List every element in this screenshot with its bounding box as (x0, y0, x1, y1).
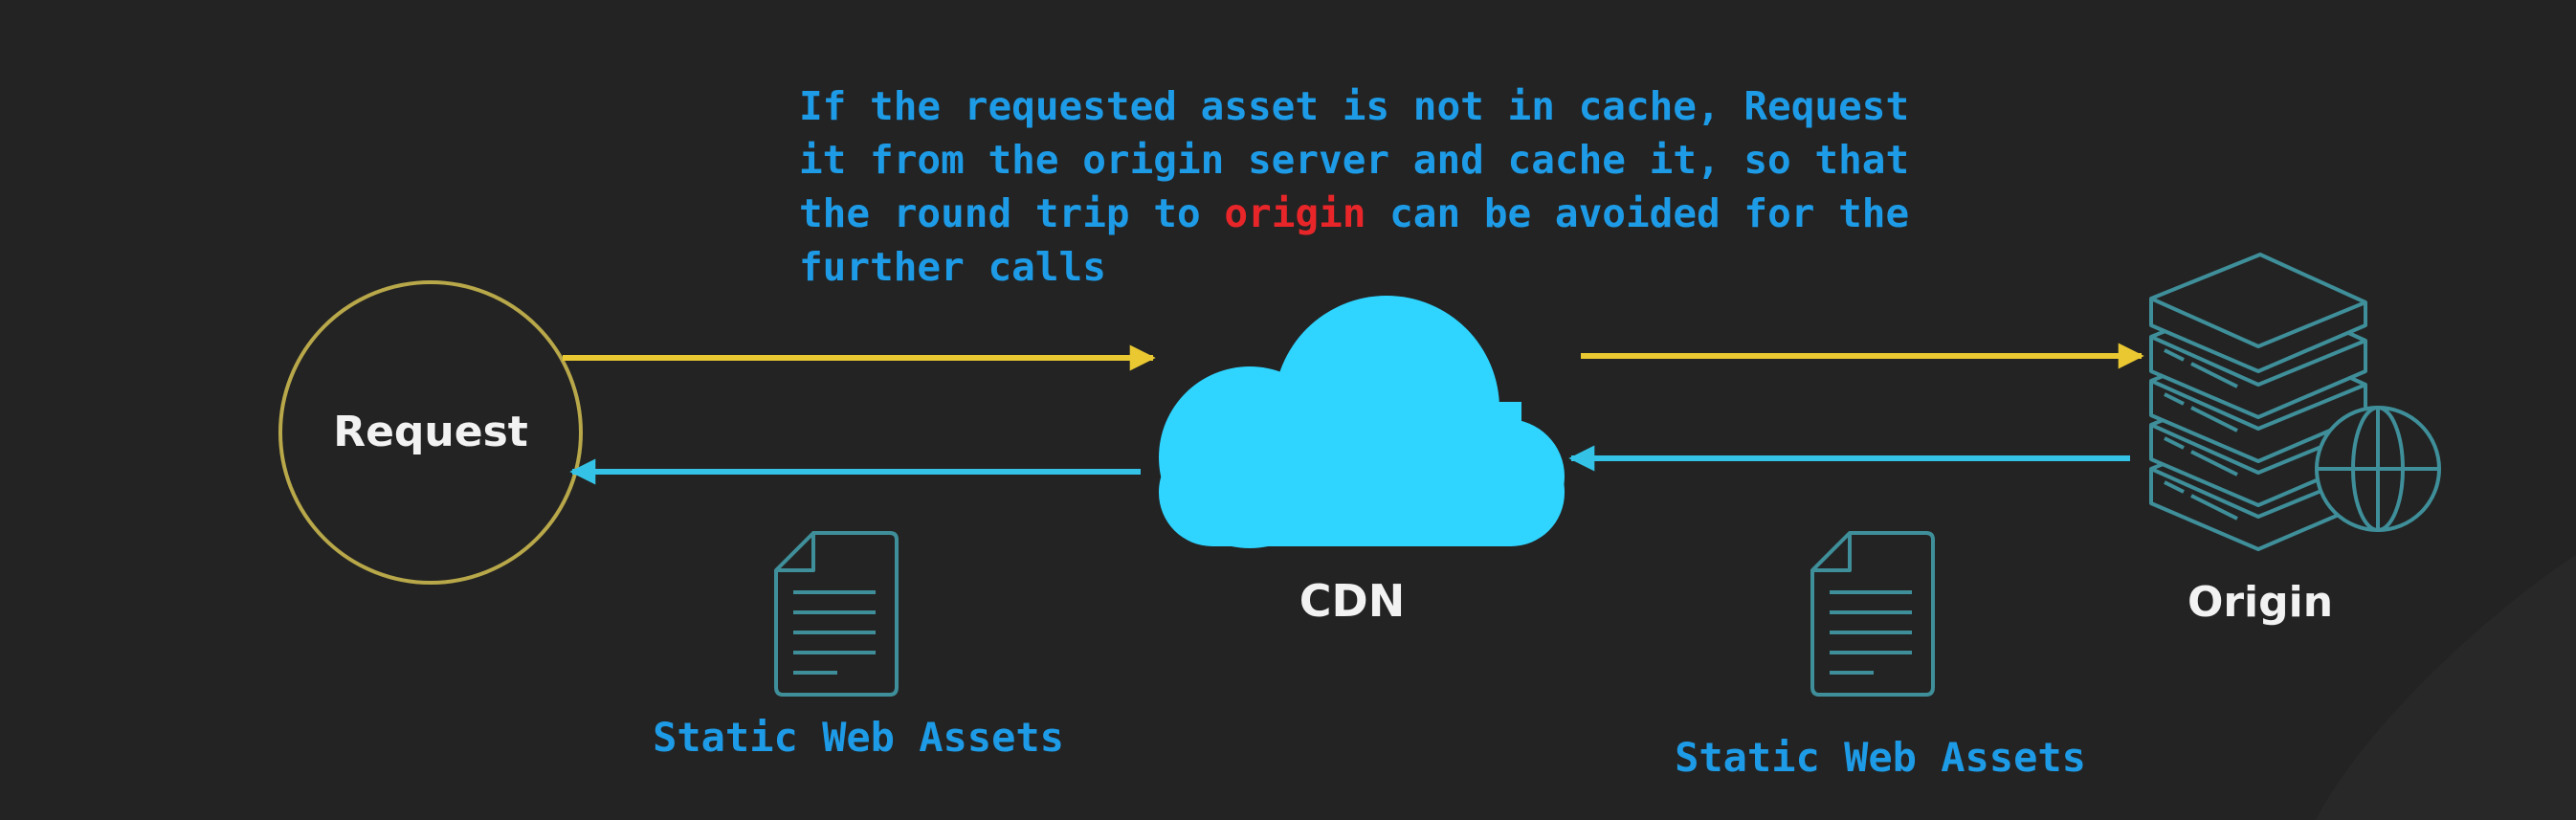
origin-label: Origin (2187, 578, 2333, 627)
corner-shading (2316, 555, 2576, 820)
cache-miss-annotation: If the requested asset is not in cache, … (799, 79, 2005, 294)
annotation-text-part1: If the requested asset is not in cache, … (799, 83, 1910, 236)
origin-node: Origin (2149, 253, 2441, 627)
globe-icon (2315, 406, 2441, 532)
request-node: Request (278, 280, 583, 585)
cdn-node: CDN (1159, 296, 1565, 627)
request-circle (278, 280, 583, 585)
request-label: Request (333, 408, 528, 456)
left-asset-label: Static Web Assets (653, 714, 1064, 761)
annotation-highlight-origin: origin (1224, 190, 1366, 236)
cdn-label: CDN (1299, 575, 1405, 627)
document-icon (774, 531, 899, 697)
annotation-text-part2: can be avoided for the further calls (799, 190, 1910, 290)
left-asset: Static Web Assets (653, 531, 1064, 761)
document-icon (1810, 531, 1935, 697)
cloud-icon (1159, 296, 1565, 548)
right-asset: Static Web Assets (1675, 531, 2086, 781)
right-asset-label: Static Web Assets (1675, 734, 2086, 781)
